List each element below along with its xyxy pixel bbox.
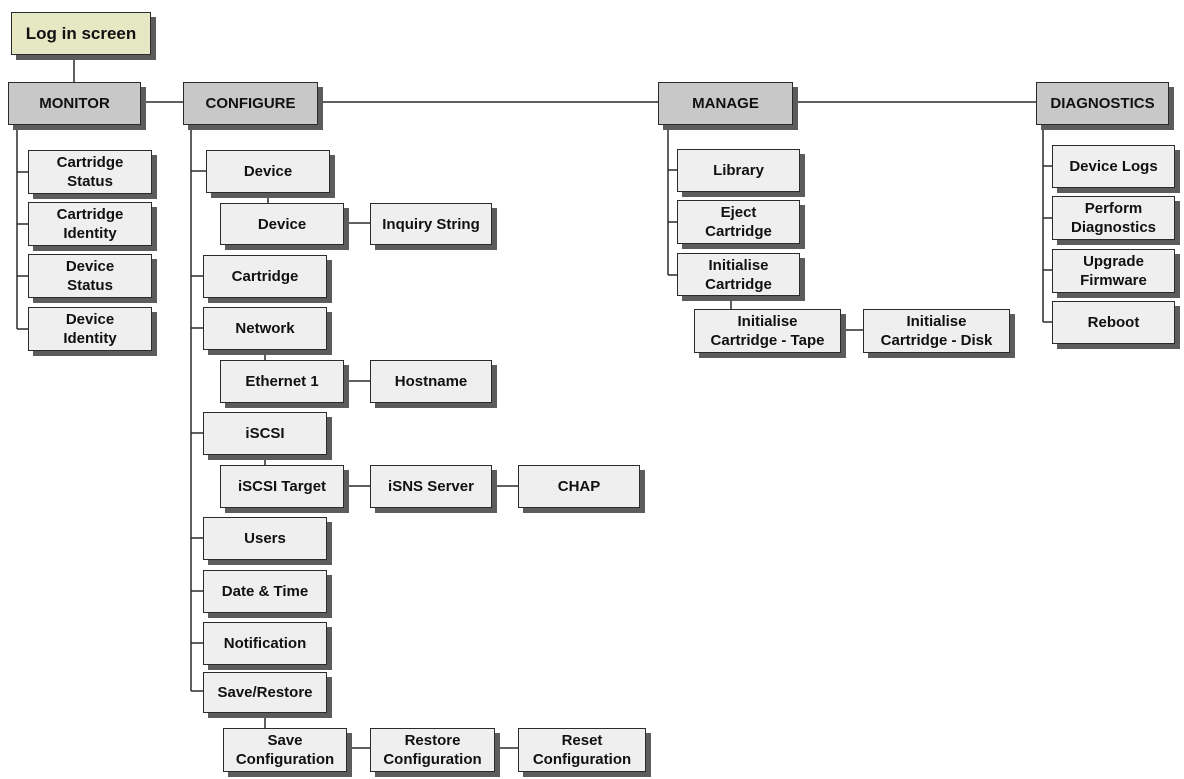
configure-node: CONFIGURE (183, 82, 318, 125)
device-sub-node: Device (220, 203, 344, 245)
users-node: Users (203, 517, 327, 560)
date-time-node: Date & Time (203, 570, 327, 613)
cartridge-identity-node: Cartridge Identity (28, 202, 152, 246)
eject-cartridge-node: Eject Cartridge (677, 200, 800, 244)
hostname-node: Hostname (370, 360, 492, 403)
cartridge-node: Cartridge (203, 255, 327, 298)
cartridge-status-node: Cartridge Status (28, 150, 152, 194)
library-node: Library (677, 149, 800, 192)
chap-node: CHAP (518, 465, 640, 508)
initialise-cartridge-disk-node: Initialise Cartridge - Disk (863, 309, 1010, 353)
iscsi-node: iSCSI (203, 412, 327, 455)
restore-configuration-node: Restore Configuration (370, 728, 495, 772)
network-node: Network (203, 307, 327, 350)
manage-node: MANAGE (658, 82, 793, 125)
reset-configuration-node: Reset Configuration (518, 728, 646, 772)
device-status-node: Device Status (28, 254, 152, 298)
device-logs-node: Device Logs (1052, 145, 1175, 188)
monitor-node: MONITOR (8, 82, 141, 125)
perform-diagnostics-node: Perform Diagnostics (1052, 196, 1175, 240)
inquiry-string-node: Inquiry String (370, 203, 492, 245)
iscsi-target-node: iSCSI Target (220, 465, 344, 508)
reboot-node: Reboot (1052, 301, 1175, 344)
ethernet1-node: Ethernet 1 (220, 360, 344, 403)
initialise-cartridge-tape-node: Initialise Cartridge - Tape (694, 309, 841, 353)
upgrade-firmware-node: Upgrade Firmware (1052, 249, 1175, 293)
initialise-cartridge-node: Initialise Cartridge (677, 253, 800, 296)
isns-server-node: iSNS Server (370, 465, 492, 508)
save-configuration-node: Save Configuration (223, 728, 347, 772)
device-identity-node: Device Identity (28, 307, 152, 351)
device-node: Device (206, 150, 330, 193)
login-screen-node: Log in screen (11, 12, 151, 55)
diagnostics-node: DIAGNOSTICS (1036, 82, 1169, 125)
notification-node: Notification (203, 622, 327, 665)
save-restore-node: Save/Restore (203, 672, 327, 713)
